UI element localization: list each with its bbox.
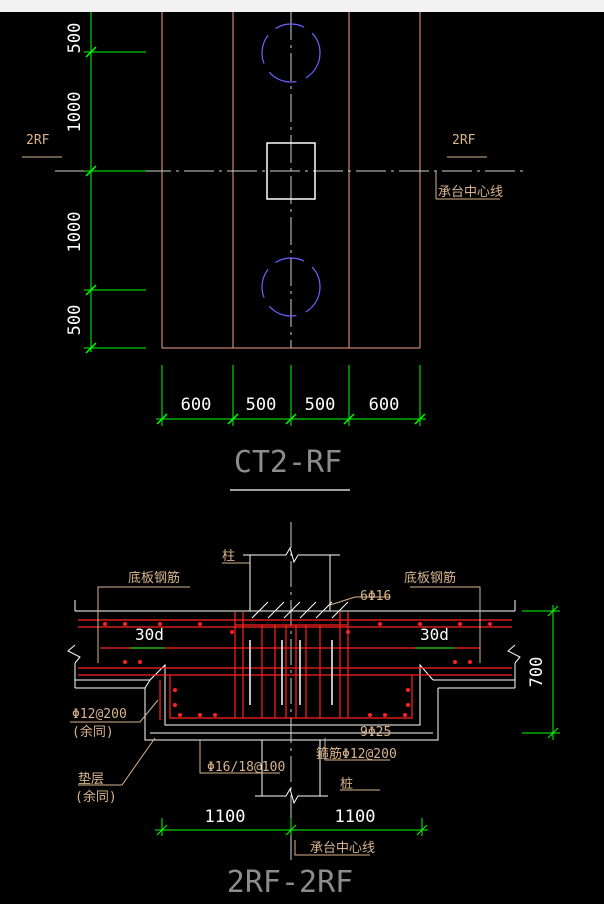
window-top-strip — [0, 0, 604, 12]
wall-bars-label: Φ12@200 — [72, 707, 127, 722]
vertical-dimension-chain: 500 1000 1000 500 — [65, 12, 146, 354]
hdim-3: 500 — [305, 395, 336, 415]
cad-drawing-canvas: 2RF 2RF 承台中心线 500 1000 1000 500 — [22, 12, 560, 900]
centerline-note-plan: 承台中心线 — [438, 185, 503, 200]
cushion-label: 垫层 — [78, 771, 104, 787]
hdim-4: 600 — [369, 395, 400, 415]
stirrup-small-label: 9Φ25 — [360, 725, 391, 740]
hdim-2: 500 — [246, 395, 277, 415]
horizontal-dimension-chain: 600 500 500 600 — [156, 365, 426, 426]
plan-title: CT2-RF — [234, 445, 342, 480]
section-width-dim — [155, 818, 428, 836]
vdim-2: 1000 — [65, 92, 85, 133]
bottom-rebar-right: 底板钢筋 — [404, 570, 456, 586]
section-mark-left: 2RF — [26, 133, 50, 148]
hdim-1: 600 — [181, 395, 212, 415]
pile-circle-top — [261, 23, 321, 83]
centerline-note-section: 承台中心线 — [310, 841, 375, 856]
stirrup-label: 箍筋Φ12@200 — [316, 746, 397, 762]
anchor-right: 30d — [420, 625, 449, 644]
top-bars-label: 6Φ16 — [360, 589, 391, 604]
section-height-text: 700 — [527, 657, 547, 688]
width-right-text: 1100 — [335, 807, 376, 827]
bottom-rebar-left: 底板钢筋 — [128, 570, 180, 586]
pile-cap-plan: 2RF 2RF 承台中心线 500 1000 1000 500 — [22, 12, 527, 491]
pile-circle-bottom — [261, 257, 321, 317]
pile-cap-section: 700 1100 1100 柱 底板钢筋 底板钢筋 6Φ16 30d 30d 9… — [67, 522, 560, 900]
section-height-dim — [522, 605, 560, 740]
column-label: 柱 — [222, 549, 235, 564]
column-square — [266, 142, 316, 200]
vdim-4: 500 — [65, 305, 85, 336]
section-mark-right: 2RF — [452, 133, 476, 148]
wall-bars-note: (余同) — [72, 724, 114, 740]
rebar-group — [78, 612, 512, 720]
vdim-1: 500 — [65, 23, 85, 54]
cushion-note: (余同) — [75, 789, 117, 805]
width-left-text: 1100 — [205, 807, 246, 827]
section-title: 2RF-2RF — [227, 865, 353, 900]
vdim-3: 1000 — [65, 212, 85, 253]
anchor-left: 30d — [135, 625, 164, 644]
bottom-bars-label: Φ16/18@100 — [207, 760, 285, 775]
pile-label: 桩 — [340, 777, 353, 792]
